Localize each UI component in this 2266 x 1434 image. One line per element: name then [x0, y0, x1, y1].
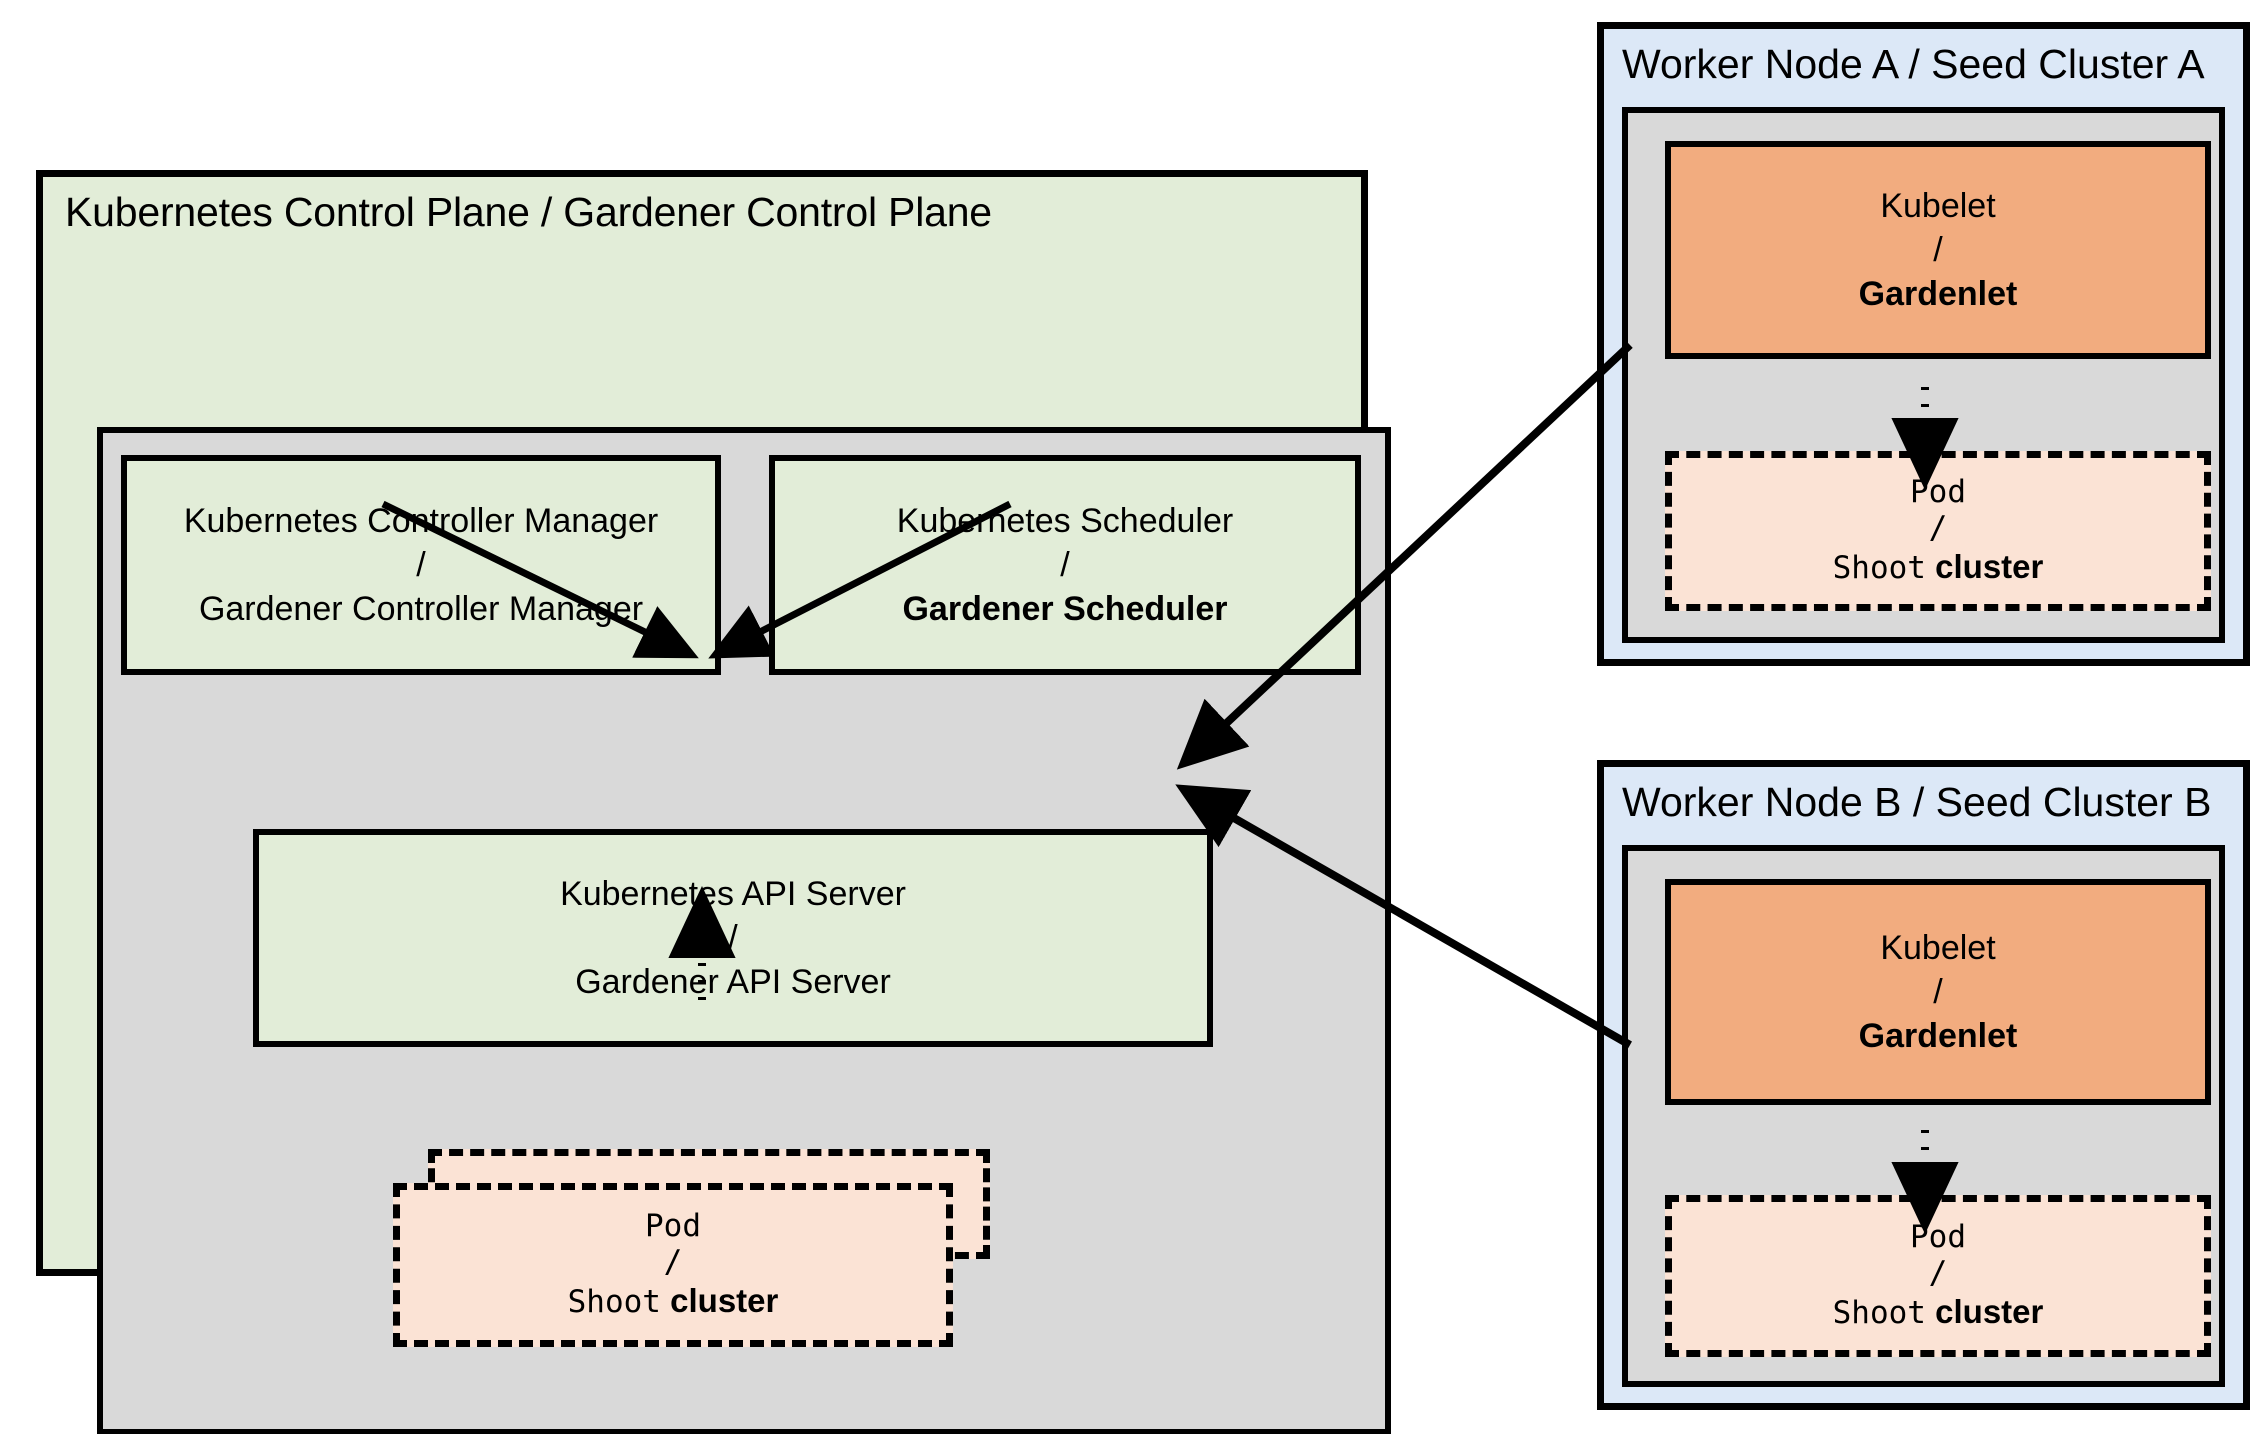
pod-line2-mono: Shoot — [567, 1283, 661, 1320]
kubelet-a-line1: Kubelet — [1880, 186, 1996, 225]
pod-b-line2-bold: cluster — [1935, 1292, 2044, 1330]
worker-node-a-panel: Worker Node A / Seed Cluster A Kubelet /… — [1597, 22, 2250, 666]
kubernetes-controller-manager-box[interactable]: Kubernetes Controller Manager / Gardener… — [121, 455, 721, 675]
scheduler-separator: / — [1060, 545, 1070, 584]
worker-node-b-panel: Worker Node B / Seed Cluster B Kubelet /… — [1597, 760, 2250, 1410]
pod-line1: Pod — [645, 1207, 701, 1244]
scheduler-line1: Kubernetes Scheduler — [896, 501, 1234, 540]
pod-a-line2: Shoot cluster — [1833, 546, 2044, 589]
pod-a-separator: / — [1928, 509, 1948, 546]
pod-shoot-cluster-box-a[interactable]: Pod / Shoot cluster — [1665, 451, 2211, 611]
pod-b-line2-mono: Shoot — [1832, 1294, 1926, 1331]
kubernetes-api-server-box[interactable]: Kubernetes API Server / Gardener API Ser… — [253, 829, 1213, 1047]
pod-b-separator: / — [1928, 1254, 1948, 1291]
api-server-line2: Gardener API Server — [575, 963, 891, 1002]
kubelet-b-line1: Kubelet — [1880, 928, 1996, 967]
kubernetes-scheduler-box[interactable]: Kubernetes Scheduler / Gardener Schedule… — [769, 455, 1361, 675]
kubelet-b-separator: / — [1933, 972, 1943, 1011]
pod-a-line2-mono: Shoot — [1832, 549, 1926, 586]
worker-node-b-inner: Kubelet / Gardenlet Pod / Shoot cluster — [1622, 845, 2225, 1387]
kcm-line1: Kubernetes Controller Manager — [183, 501, 659, 540]
control-plane-inner-area: Kubernetes Controller Manager / Gardener… — [97, 427, 1391, 1434]
kubelet-gardenlet-box-b[interactable]: Kubelet / Gardenlet — [1665, 879, 2211, 1105]
kcm-line2: Gardener Controller Manager — [198, 590, 644, 629]
kubelet-a-separator: / — [1933, 230, 1943, 269]
pod-b-line1: Pod — [1910, 1218, 1966, 1255]
kubelet-gardenlet-box-a[interactable]: Kubelet / Gardenlet — [1665, 141, 2211, 359]
kcm-separator: / — [416, 545, 426, 584]
worker-node-b-title: Worker Node B / Seed Cluster B — [1622, 779, 2212, 825]
api-server-separator: / — [728, 918, 738, 957]
control-plane-title: Kubernetes Control Plane / Gardener Cont… — [65, 189, 992, 235]
pod-separator: / — [663, 1243, 683, 1280]
kubelet-b-line2: Gardenlet — [1858, 1017, 2018, 1056]
scheduler-line2: Gardener Scheduler — [902, 590, 1228, 629]
pod-a-line2-bold: cluster — [1935, 547, 2044, 585]
worker-node-a-inner: Kubelet / Gardenlet Pod / Shoot cluster — [1622, 107, 2225, 643]
pod-b-line2: Shoot cluster — [1833, 1291, 2044, 1334]
pod-a-line1: Pod — [1910, 473, 1966, 510]
kubelet-a-line2: Gardenlet — [1858, 275, 2018, 314]
pod-line2: Shoot cluster — [568, 1280, 779, 1323]
pod-shoot-cluster-box-control-plane[interactable]: Pod / Shoot cluster — [393, 1183, 953, 1347]
worker-node-a-title: Worker Node A / Seed Cluster A — [1622, 41, 2205, 87]
pod-shoot-cluster-box-b[interactable]: Pod / Shoot cluster — [1665, 1195, 2211, 1357]
pod-line2-bold: cluster — [670, 1281, 779, 1319]
api-server-line1: Kubernetes API Server — [560, 874, 906, 913]
control-plane-panel: Kubernetes Control Plane / Gardener Cont… — [36, 170, 1391, 1434]
